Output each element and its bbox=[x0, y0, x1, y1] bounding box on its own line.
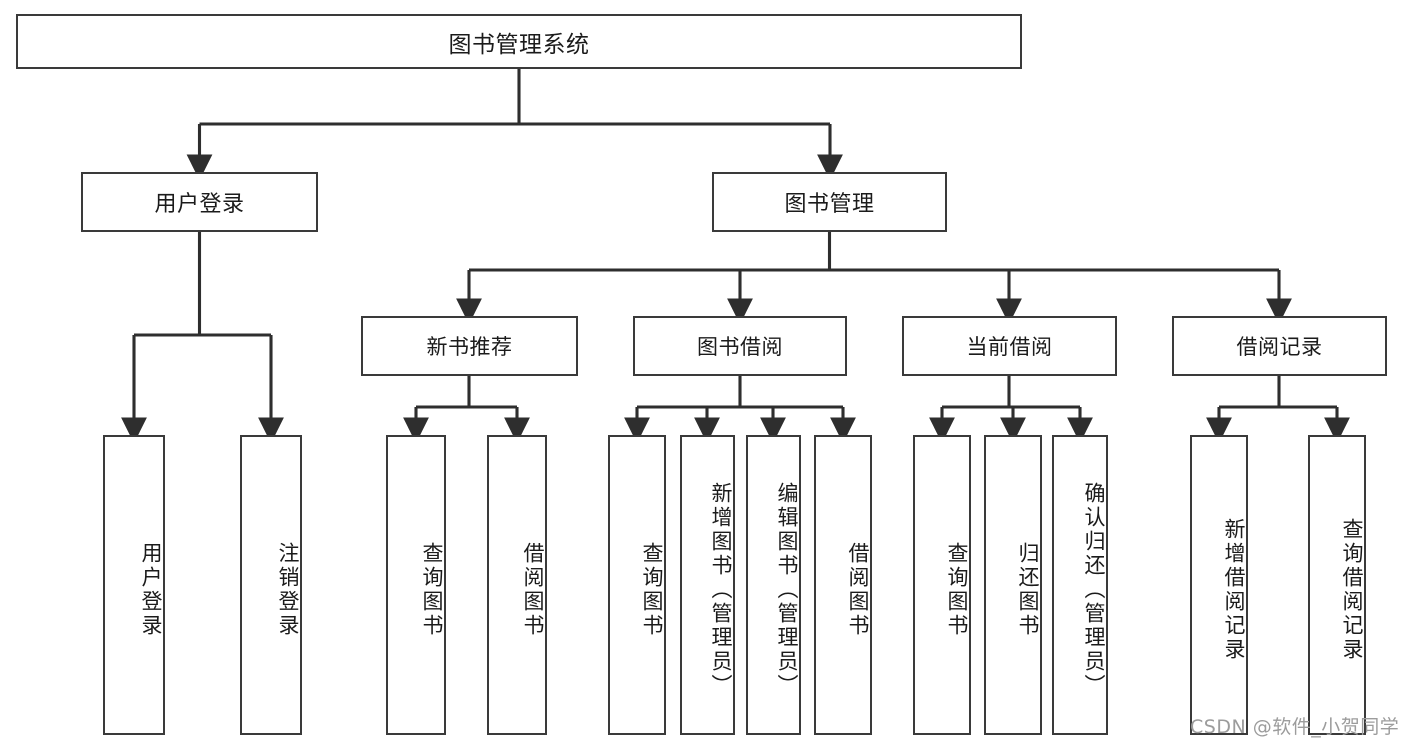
node-leaf-add-book-label: 新增图书（管理员） bbox=[709, 482, 733, 698]
node-leaf-query-book-2[interactable]: 查询图书 bbox=[608, 435, 666, 735]
node-user-login[interactable]: 用户登录 bbox=[81, 172, 318, 232]
node-new-book-recommend[interactable]: 新书推荐 bbox=[361, 316, 578, 376]
node-leaf-edit-book-label: 编辑图书（管理员） bbox=[775, 482, 799, 698]
node-leaf-user-login-label: 用户登录 bbox=[139, 542, 163, 638]
node-book-borrow-label: 图书借阅 bbox=[697, 335, 783, 359]
node-leaf-query-book-2-label: 查询图书 bbox=[640, 542, 664, 638]
node-leaf-return-book[interactable]: 归还图书 bbox=[984, 435, 1042, 735]
node-user-login-label: 用户登录 bbox=[154, 192, 245, 217]
node-leaf-borrow-book-2[interactable]: 借阅图书 bbox=[814, 435, 872, 735]
node-current-borrow-label: 当前借阅 bbox=[966, 335, 1053, 359]
node-leaf-query-book-3[interactable]: 查询图书 bbox=[913, 435, 971, 735]
node-leaf-query-record-label: 查询借阅记录 bbox=[1340, 518, 1364, 662]
node-borrow-record[interactable]: 借阅记录 bbox=[1172, 316, 1387, 376]
node-leaf-confirm-return-label: 确认归还（管理员） bbox=[1082, 482, 1106, 698]
node-leaf-query-book-1[interactable]: 查询图书 bbox=[386, 435, 446, 735]
node-leaf-query-record[interactable]: 查询借阅记录 bbox=[1308, 435, 1366, 735]
node-borrow-record-label: 借阅记录 bbox=[1236, 335, 1323, 359]
node-leaf-add-record-label: 新增借阅记录 bbox=[1222, 518, 1246, 662]
node-new-book-recommend-label: 新书推荐 bbox=[426, 335, 513, 359]
node-leaf-borrow-book-1[interactable]: 借阅图书 bbox=[487, 435, 547, 735]
node-leaf-borrow-book-1-label: 借阅图书 bbox=[521, 542, 545, 638]
node-book-manage[interactable]: 图书管理 bbox=[712, 172, 947, 232]
node-leaf-confirm-return[interactable]: 确认归还（管理员） bbox=[1052, 435, 1108, 735]
node-leaf-add-book[interactable]: 新增图书（管理员） bbox=[680, 435, 735, 735]
node-leaf-add-record[interactable]: 新增借阅记录 bbox=[1190, 435, 1248, 735]
node-leaf-user-login[interactable]: 用户登录 bbox=[103, 435, 165, 735]
node-leaf-logout-login[interactable]: 注销登录 bbox=[240, 435, 302, 735]
node-root-label: 图书管理系统 bbox=[448, 31, 590, 58]
node-book-manage-label: 图书管理 bbox=[784, 192, 875, 217]
node-leaf-query-book-1-label: 查询图书 bbox=[420, 542, 444, 638]
csdn-watermark: CSDN @软件_小贺同学 bbox=[1190, 716, 1400, 738]
node-book-borrow[interactable]: 图书借阅 bbox=[633, 316, 847, 376]
node-leaf-borrow-book-2-label: 借阅图书 bbox=[846, 542, 870, 638]
node-leaf-edit-book[interactable]: 编辑图书（管理员） bbox=[746, 435, 801, 735]
node-leaf-query-book-3-label: 查询图书 bbox=[945, 542, 969, 638]
node-leaf-logout-login-label: 注销登录 bbox=[276, 542, 300, 638]
node-root-system[interactable]: 图书管理系统 bbox=[16, 14, 1022, 69]
node-leaf-return-book-label: 归还图书 bbox=[1016, 542, 1040, 638]
node-current-borrow[interactable]: 当前借阅 bbox=[902, 316, 1117, 376]
